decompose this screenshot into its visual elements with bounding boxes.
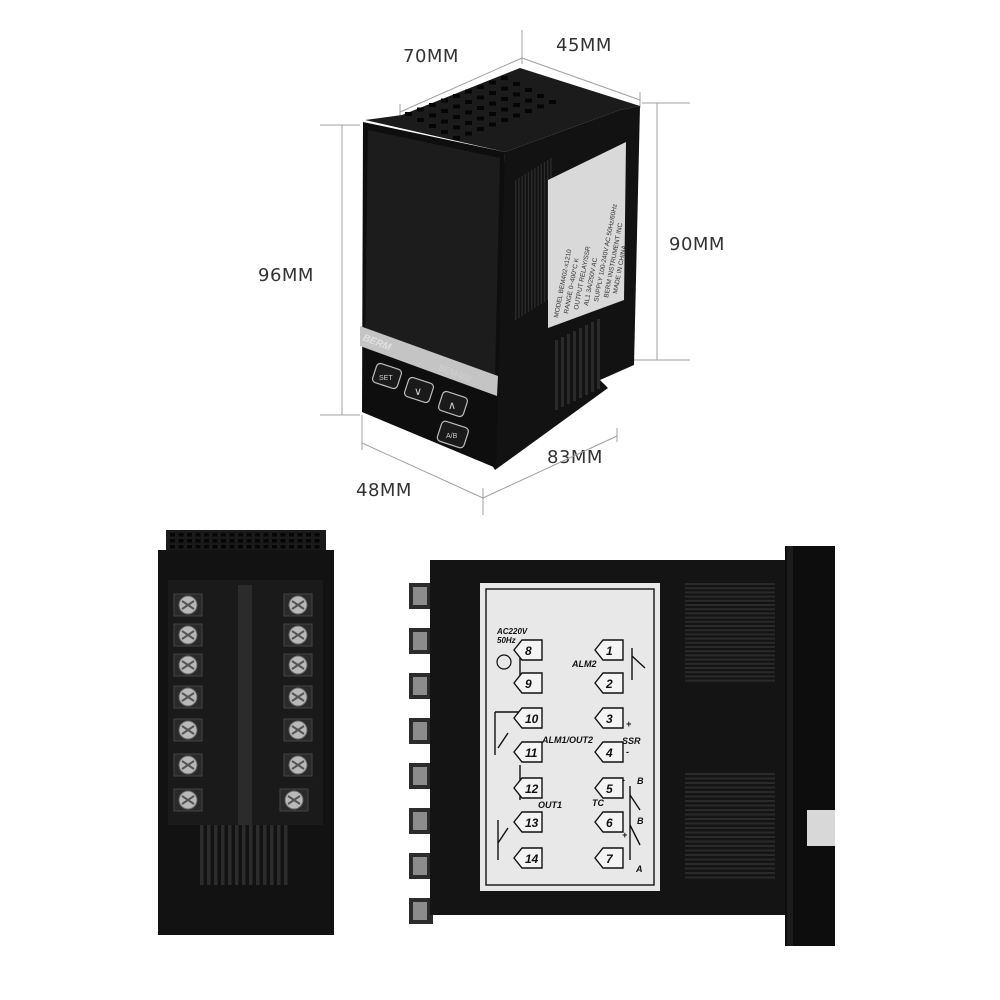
- set-key[interactable]: [371, 362, 403, 390]
- front-keypad: [371, 362, 469, 449]
- rear-bottom-vents: [200, 825, 288, 885]
- dimension-height-side: 90MM: [669, 234, 725, 255]
- side-terminal-ridges: [409, 583, 433, 924]
- dimension-width-front: 48MM: [356, 480, 412, 501]
- ab-key-label: A/B: [446, 433, 458, 440]
- up-key[interactable]: [437, 390, 469, 418]
- dimension-depth-top: 70MM: [403, 46, 459, 67]
- ab-key[interactable]: [436, 420, 469, 449]
- top-vent-grid: [405, 76, 556, 140]
- dimension-width-top: 45MM: [556, 35, 612, 56]
- rear-top-vents: [170, 533, 320, 549]
- dimension-height-front: 96MM: [258, 265, 314, 286]
- down-key-label: ∨: [414, 386, 422, 398]
- side-bezel-edge: [785, 546, 835, 946]
- set-key-label: SET: [379, 375, 393, 382]
- front-silver-stripe: [360, 326, 498, 396]
- up-key-label: ∧: [448, 400, 456, 412]
- dimension-depth-side: 83MM: [547, 447, 603, 468]
- rear-terminal-screws: [173, 593, 313, 812]
- display-window: [365, 130, 500, 378]
- side-bezel-silver-strip: [807, 810, 835, 846]
- product-perspective-view: MODEL BEM402-x1210 RANGE 0~400°C K OUTPU…: [320, 30, 690, 515]
- dimension-lines: [320, 30, 690, 515]
- side-spec-label: [548, 142, 626, 328]
- wiring-label: [480, 583, 660, 891]
- side-body-vents: [685, 583, 775, 879]
- product-side-wiring-view: [409, 546, 835, 946]
- side-vents: [515, 158, 600, 410]
- down-key[interactable]: [403, 376, 435, 404]
- product-rear-view: [158, 530, 334, 935]
